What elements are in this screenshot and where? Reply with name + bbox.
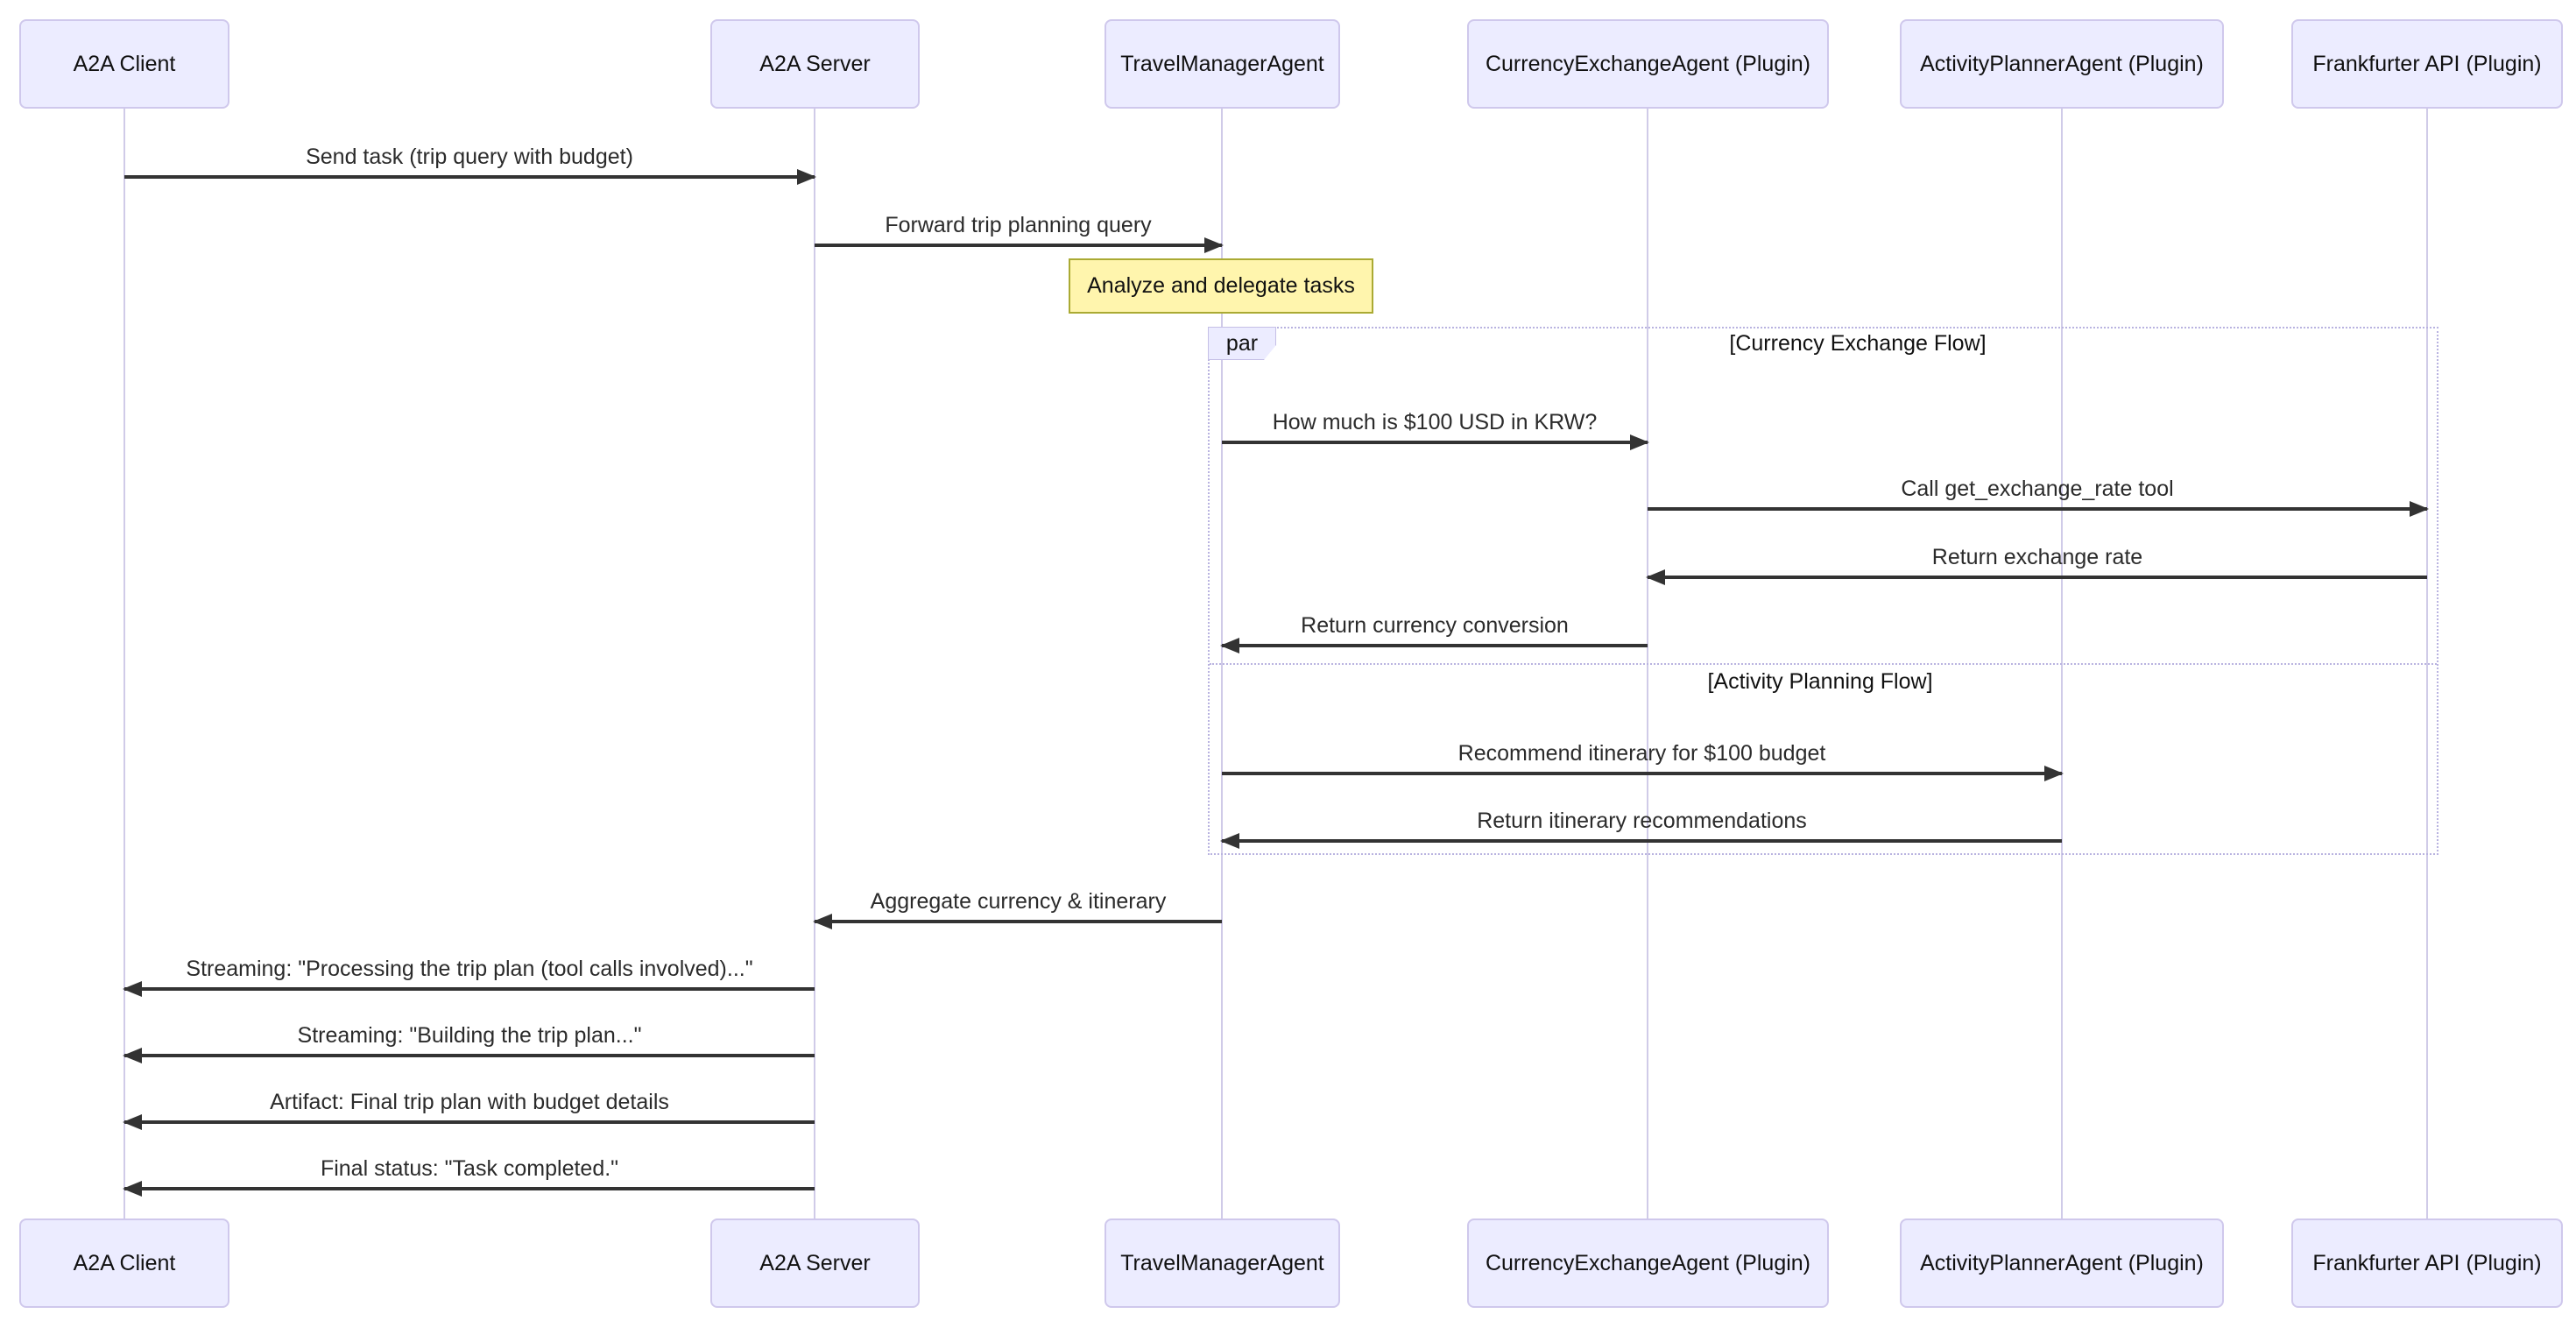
par-section-divider <box>1210 663 2437 665</box>
participant-top-currency-agent: CurrencyExchangeAgent (Plugin) <box>1467 19 1829 109</box>
message-label: Streaming: "Processing the trip plan (to… <box>186 957 753 981</box>
message-arrow <box>124 175 815 179</box>
message-label: Aggregate currency & itinerary <box>870 889 1167 914</box>
message-return-currency-conversion: Return currency conversion <box>1222 611 1648 647</box>
message-call-exchange-rate-tool: Call get_exchange_rate tool <box>1648 474 2427 511</box>
lifeline-a2a-client <box>124 109 125 1218</box>
message-arrow <box>1222 772 2062 775</box>
participant-label: TravelManagerAgent <box>1120 1250 1324 1275</box>
message-label: Artifact: Final trip plan with budget de… <box>270 1090 669 1114</box>
message-how-much-usd-krw: How much is $100 USD in KRW? <box>1222 407 1648 444</box>
participant-bottom-travel-manager: TravelManagerAgent <box>1105 1218 1340 1308</box>
message-arrow <box>124 1187 815 1190</box>
participant-label: A2A Client <box>73 1250 176 1275</box>
message-recommend-itinerary: Recommend itinerary for $100 budget <box>1222 738 2062 775</box>
participant-top-activity-agent: ActivityPlannerAgent (Plugin) <box>1900 19 2224 109</box>
participant-bottom-a2a-client: A2A Client <box>19 1218 229 1308</box>
participant-bottom-frankfurter-api: Frankfurter API (Plugin) <box>2291 1218 2563 1308</box>
message-label: Streaming: "Building the trip plan..." <box>297 1023 642 1048</box>
participant-bottom-a2a-server: A2A Server <box>710 1218 920 1308</box>
participant-label: A2A Server <box>759 51 871 76</box>
message-label: Final status: "Task completed." <box>320 1156 619 1181</box>
message-aggregate: Aggregate currency & itinerary <box>815 886 1222 923</box>
message-streaming-processing: Streaming: "Processing the trip plan (to… <box>124 954 815 991</box>
message-label: Forward trip planning query <box>885 213 1152 237</box>
message-label: Send task (trip query with budget) <box>306 145 633 169</box>
message-arrow <box>815 244 1222 247</box>
participant-bottom-activity-agent: ActivityPlannerAgent (Plugin) <box>1900 1218 2224 1308</box>
message-arrow <box>1222 441 1648 444</box>
message-forward-query: Forward trip planning query <box>815 210 1222 247</box>
note-analyze-delegate: Analyze and delegate tasks <box>1069 258 1373 314</box>
participant-label: TravelManagerAgent <box>1120 51 1324 76</box>
participant-top-frankfurter-api: Frankfurter API (Plugin) <box>2291 19 2563 109</box>
participant-top-travel-manager: TravelManagerAgent <box>1105 19 1340 109</box>
participant-top-a2a-client: A2A Client <box>19 19 229 109</box>
message-label: Recommend itinerary for $100 budget <box>1457 741 1826 766</box>
message-send-task: Send task (trip query with budget) <box>124 142 815 179</box>
message-label: Call get_exchange_rate tool <box>1901 477 2174 501</box>
message-streaming-building: Streaming: "Building the trip plan..." <box>124 1021 815 1057</box>
message-arrow <box>124 1120 815 1124</box>
lifeline-a2a-server <box>814 109 815 1218</box>
participant-label: CurrencyExchangeAgent (Plugin) <box>1485 1250 1811 1275</box>
message-arrow <box>1648 576 2427 579</box>
participant-label: Frankfurter API (Plugin) <box>2312 51 2542 76</box>
message-arrow <box>1222 644 1648 647</box>
message-artifact-final-plan: Artifact: Final trip plan with budget de… <box>124 1087 815 1124</box>
message-return-exchange-rate: Return exchange rate <box>1648 542 2427 579</box>
par-section-activity-planning-flow: [Activity Planning Flow] <box>1707 669 1933 694</box>
par-label: par <box>1225 330 1259 356</box>
message-label: Return currency conversion <box>1301 613 1569 638</box>
message-label: How much is $100 USD in KRW? <box>1272 410 1598 434</box>
message-final-status: Final status: "Task completed." <box>124 1154 815 1190</box>
message-arrow <box>1222 839 2062 843</box>
participant-label: CurrencyExchangeAgent (Plugin) <box>1485 51 1811 76</box>
participant-bottom-currency-agent: CurrencyExchangeAgent (Plugin) <box>1467 1218 1829 1308</box>
participant-label: ActivityPlannerAgent (Plugin) <box>1920 51 2204 76</box>
participant-label: A2A Client <box>73 51 176 76</box>
message-arrow <box>815 920 1222 923</box>
participant-top-a2a-server: A2A Server <box>710 19 920 109</box>
par-block-frame <box>1208 327 2438 855</box>
par-label-tab: par <box>1208 327 1276 360</box>
message-label: Return itinerary recommendations <box>1477 809 1807 833</box>
message-label: Return exchange rate <box>1931 545 2143 569</box>
participant-label: Frankfurter API (Plugin) <box>2312 1250 2542 1275</box>
message-arrow <box>124 987 815 991</box>
participant-label: ActivityPlannerAgent (Plugin) <box>1920 1250 2204 1275</box>
par-section-currency-exchange-flow: [Currency Exchange Flow] <box>1729 331 1987 356</box>
participant-label: A2A Server <box>759 1250 871 1275</box>
message-arrow <box>1648 507 2427 511</box>
note-label: Analyze and delegate tasks <box>1087 273 1355 298</box>
message-arrow <box>124 1054 815 1057</box>
message-return-itinerary: Return itinerary recommendations <box>1222 806 2062 843</box>
